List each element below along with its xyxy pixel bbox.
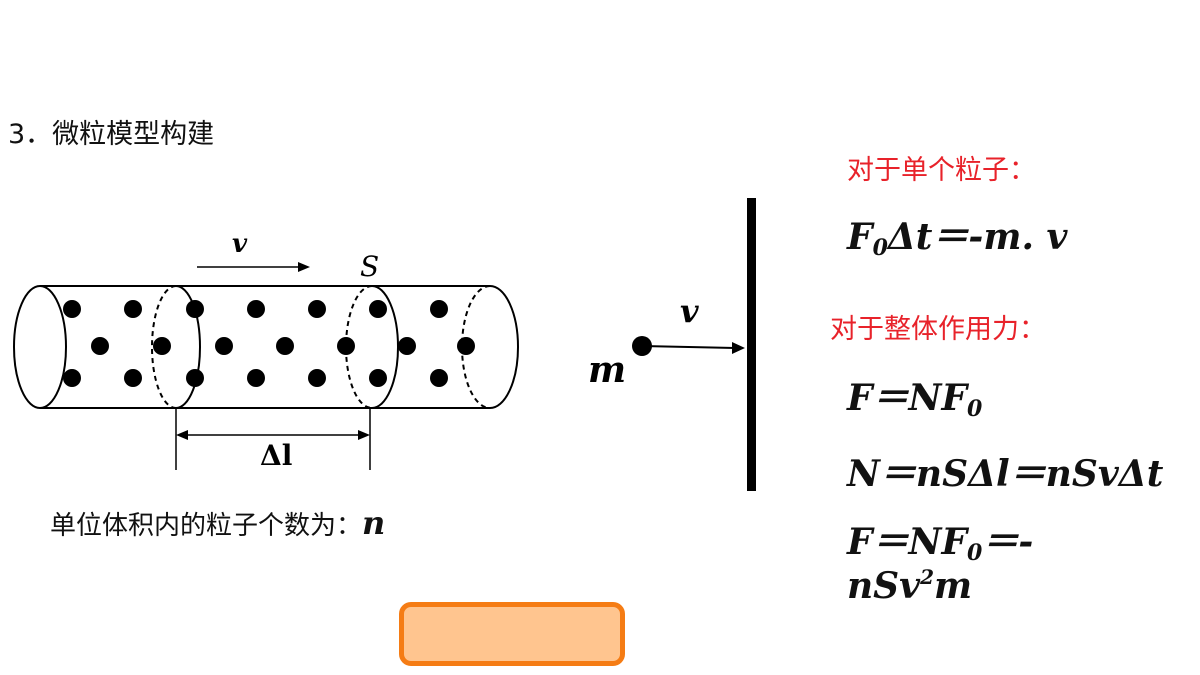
- equation-single: F0Δt＝-m. v: [847, 216, 1068, 261]
- tube-diagram: v S Δl: [13, 229, 519, 472]
- area-label: S: [360, 250, 379, 283]
- density-variable: n: [362, 504, 386, 542]
- equation-count: N＝nSΔl＝nSvΔt: [847, 453, 1164, 495]
- whole-force-label: 对于整体作用力：: [830, 314, 1046, 345]
- tube-velocity-label: v: [232, 229, 248, 259]
- tube-right-end: [489, 285, 519, 409]
- single-particle-label: 对于单个粒子：: [847, 155, 1036, 186]
- density-note-text: 单位体积内的粒子个数为：: [50, 511, 363, 541]
- section-heading: 3．微粒模型构建: [8, 119, 215, 150]
- equation-result: F＝NF0＝- nSv2m: [847, 521, 1034, 608]
- tube-left-end: [13, 285, 67, 409]
- particle-velocity-label: v: [680, 292, 699, 330]
- particle-diagram: v m: [588, 292, 745, 391]
- particle-mass-label: m: [588, 349, 626, 391]
- wall: [747, 198, 756, 491]
- action-button[interactable]: [399, 602, 625, 666]
- particles: [63, 300, 475, 387]
- length-label: Δl: [260, 439, 292, 472]
- density-note: 单位体积内的粒子个数为：n: [50, 504, 385, 542]
- equation-total-force: F＝NF0: [847, 377, 983, 422]
